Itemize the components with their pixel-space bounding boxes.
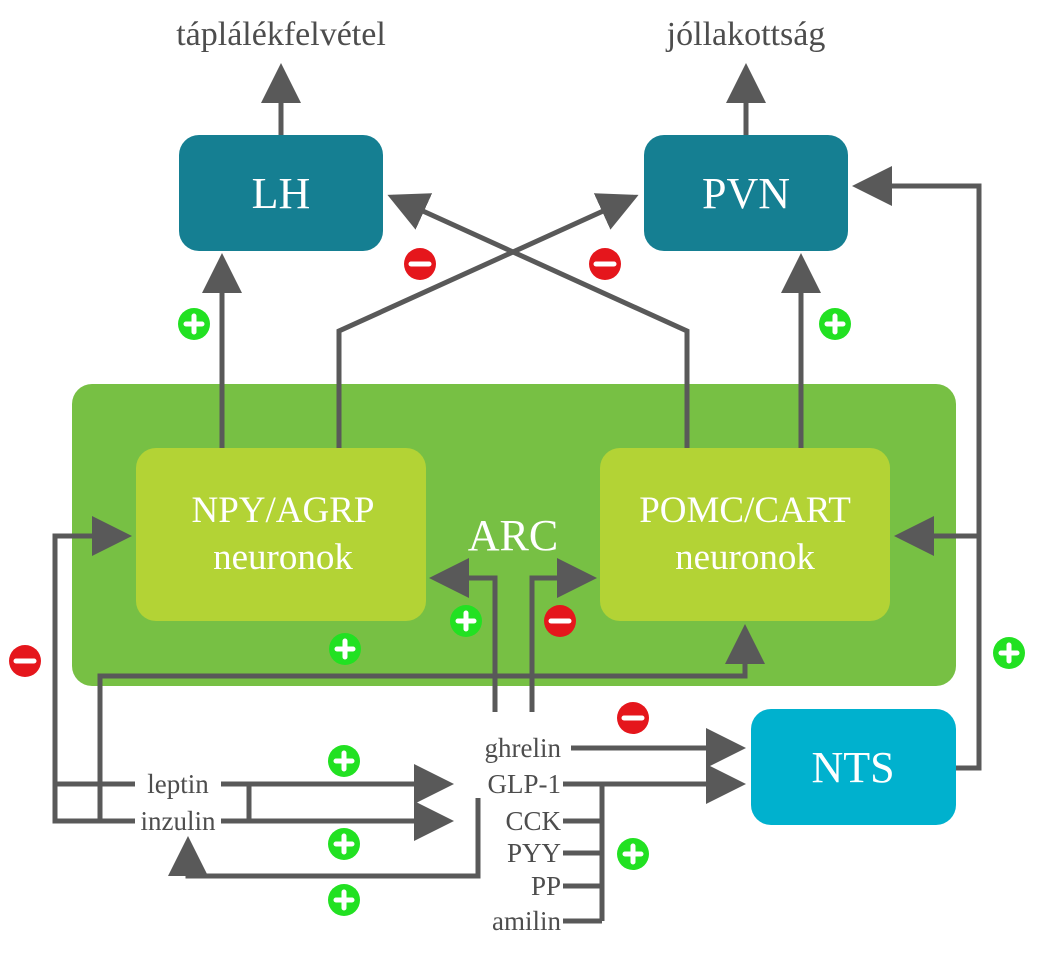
plus-circle-icon	[328, 745, 360, 777]
amilin-label: amilin	[492, 906, 561, 936]
plus-circle-icon	[993, 637, 1025, 669]
arrow-npy-to-pvn	[336, 193, 639, 448]
nts-label: NTS	[811, 743, 894, 792]
arrow-leptin-inzulin-to-pomc	[97, 624, 765, 824]
minus-circle-icon	[589, 248, 621, 280]
glp1-label: GLP-1	[488, 769, 562, 799]
plus-circle-icon	[329, 633, 361, 665]
npy-agrp-box	[136, 448, 426, 621]
arrow-leptin-inzulin-to-npy	[52, 516, 135, 787]
leptin-label: leptin	[147, 769, 209, 799]
arrow-pomc-to-lh	[387, 193, 690, 448]
minus-circle-icon	[9, 645, 41, 677]
plus-circle-icon	[450, 605, 482, 637]
satiety-output-label: jóllakottság	[666, 16, 826, 53]
pomc-cart-label-line2: neuronok	[675, 537, 815, 578]
plus-circle-icon	[178, 308, 210, 340]
plus-circle-icon	[617, 838, 649, 870]
inzulin-label: inzulin	[141, 806, 216, 836]
arrow-glp1-to-inzulin	[168, 798, 481, 879]
pomc-cart-label-line1: POMC/CART	[639, 490, 851, 531]
arrow-ghrelin-to-pomc	[529, 558, 597, 712]
inzulin-to-left-bus	[52, 784, 135, 824]
plus-circle-icon	[819, 308, 851, 340]
leptin-inzulin-bracket	[221, 781, 252, 824]
lh-box	[179, 135, 383, 251]
pomc-cart-box	[600, 448, 890, 621]
feeding-output-label: táplálékfelvétel	[176, 16, 386, 53]
lh-label: LH	[252, 169, 311, 218]
npy-agrp-label-line2: neuronok	[213, 537, 353, 578]
pvn-box	[644, 135, 848, 251]
arrow-ghrelin-to-npy	[429, 558, 498, 712]
pvn-label: PVN	[702, 169, 790, 218]
gut-peptide-bracket	[563, 781, 605, 924]
nts-box	[751, 709, 956, 825]
ghrelin-label: ghrelin	[485, 733, 562, 763]
arc-label: ARC	[468, 511, 558, 560]
pyy-label: PYY	[507, 838, 561, 868]
plus-circle-icon	[328, 828, 360, 860]
npy-agrp-label-line1: NPY/AGRP	[192, 490, 375, 531]
plus-circle-icon	[328, 884, 360, 916]
minus-circle-icon	[544, 605, 576, 637]
arrow-nts-to-pvn	[852, 166, 982, 771]
minus-circle-icon	[404, 248, 436, 280]
minus-circle-icon	[617, 702, 649, 734]
cck-label: CCK	[505, 806, 561, 836]
pp-label: PP	[531, 871, 561, 901]
